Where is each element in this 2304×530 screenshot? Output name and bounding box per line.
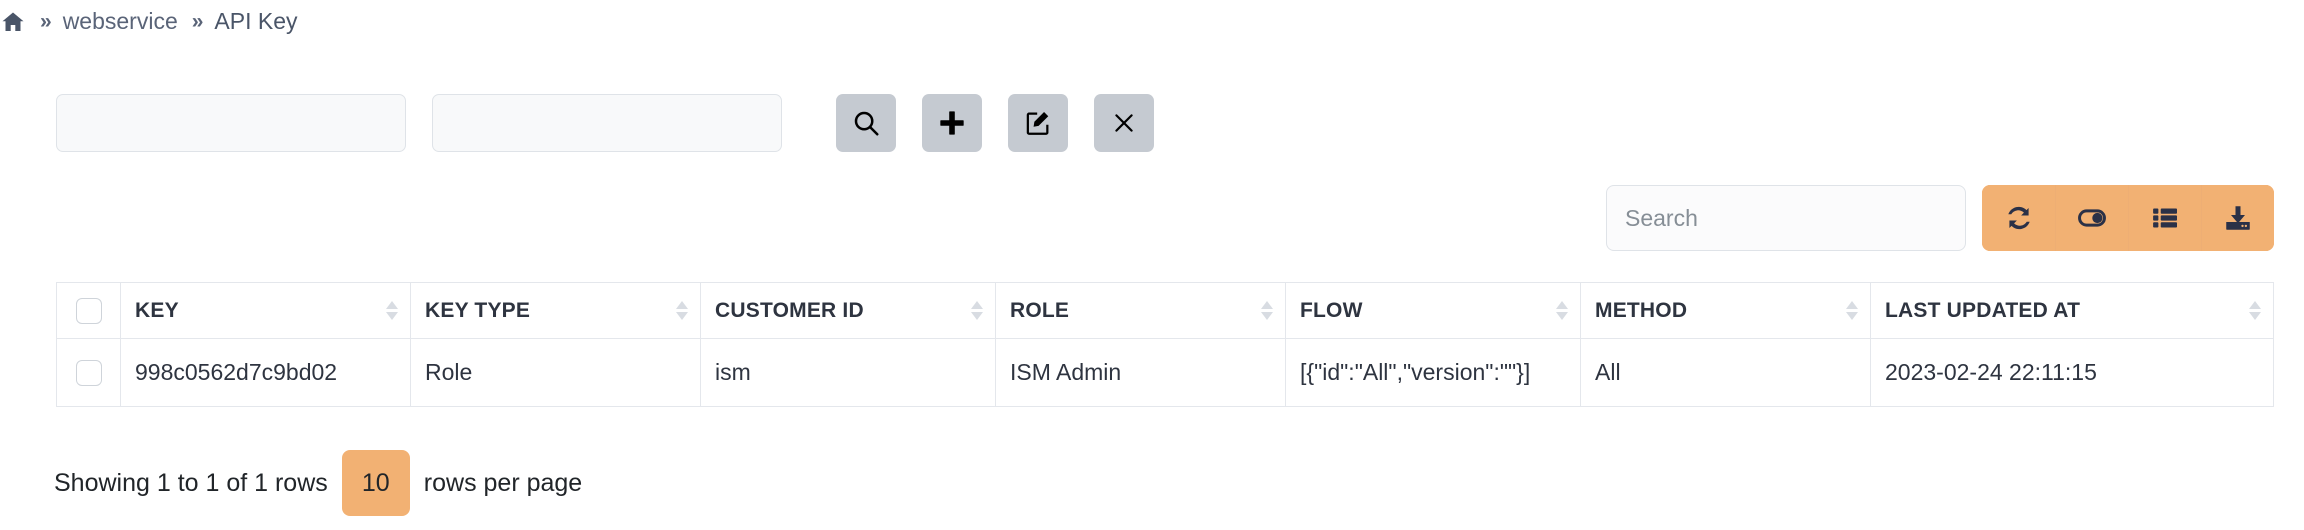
data-table: KEY KEY TYPE CUSTOMER ID ROLE [56, 282, 2274, 407]
rows-per-page-label: rows per page [423, 468, 583, 497]
refresh-button[interactable] [1982, 185, 2055, 251]
sort-icon[interactable] [2249, 299, 2261, 323]
sort-icon[interactable] [1556, 299, 1568, 323]
columns-button[interactable] [2128, 185, 2201, 251]
column-header-last-updated-at[interactable]: LAST UPDATED AT [1870, 282, 2274, 339]
showing-rows-text: Showing 1 to 1 of 1 rows [54, 468, 328, 497]
search-icon [851, 108, 881, 138]
breadcrumb: » webservice » API Key [0, 8, 298, 35]
sort-icon[interactable] [1261, 299, 1273, 323]
search-input[interactable] [1606, 185, 1966, 251]
column-header-key[interactable]: KEY [120, 282, 411, 339]
columns-icon [2150, 203, 2180, 233]
column-label: KEY [135, 298, 179, 322]
column-label: CUSTOMER ID [715, 298, 864, 322]
cell-last-updated-at: 2023-02-24 22:11:15 [1870, 338, 2274, 407]
table-toolbar [1606, 185, 2274, 251]
sort-icon[interactable] [676, 299, 688, 323]
plus-icon [938, 109, 966, 137]
toggle-icon [2075, 201, 2109, 235]
table-row[interactable]: 998c0562d7c9bd02 Role ism ISM Admin [{"i… [56, 338, 2274, 407]
table-action-buttons [1982, 185, 2274, 251]
home-icon[interactable] [0, 10, 26, 34]
download-icon [2223, 203, 2253, 233]
breadcrumb-separator: » [40, 9, 52, 33]
cell-method: All [1580, 338, 1871, 407]
add-button[interactable] [922, 94, 982, 152]
close-icon [1111, 110, 1137, 136]
column-label: LAST UPDATED AT [1885, 298, 2081, 322]
column-header-method[interactable]: METHOD [1580, 282, 1871, 339]
column-header-key-type[interactable]: KEY TYPE [410, 282, 701, 339]
breadcrumb-item-api-key: API Key [214, 8, 298, 34]
edit-icon [1024, 109, 1052, 137]
row-checkbox[interactable] [75, 360, 102, 387]
table-footer: Showing 1 to 1 of 1 rows 10 rows per pag… [54, 450, 582, 516]
cell-key-type: Role [410, 338, 701, 407]
select-all-cell [56, 282, 121, 339]
sort-icon[interactable] [971, 299, 983, 323]
table-header-row: KEY KEY TYPE CUSTOMER ID ROLE [56, 282, 2274, 339]
sort-icon[interactable] [1846, 299, 1858, 323]
row-select-cell [56, 338, 121, 407]
cell-customer-id: ism [700, 338, 996, 407]
column-label: FLOW [1300, 298, 1363, 322]
filter-field-2[interactable] [432, 94, 782, 152]
edit-button[interactable] [1008, 94, 1068, 152]
search-button[interactable] [836, 94, 896, 152]
column-label: METHOD [1595, 298, 1688, 322]
column-header-role[interactable]: ROLE [995, 282, 1286, 339]
sort-icon[interactable] [386, 299, 398, 323]
refresh-icon [2003, 202, 2035, 234]
breadcrumb-item-webservice[interactable]: webservice [62, 8, 178, 34]
export-button[interactable] [2201, 185, 2274, 251]
column-header-customer-id[interactable]: CUSTOMER ID [700, 282, 996, 339]
page-size-selector[interactable]: 10 [341, 450, 410, 516]
column-header-flow[interactable]: FLOW [1285, 282, 1581, 339]
select-all-checkbox[interactable] [75, 297, 102, 324]
column-label: KEY TYPE [425, 298, 531, 322]
filter-bar [56, 94, 1154, 152]
toggle-view-button[interactable] [2055, 185, 2128, 251]
column-label: ROLE [1010, 298, 1070, 322]
cell-flow: [{"id":"All","version":""}] [1285, 338, 1581, 407]
cell-role: ISM Admin [995, 338, 1286, 407]
breadcrumb-separator: » [191, 9, 204, 33]
delete-button[interactable] [1094, 94, 1154, 152]
filter-field-1[interactable] [56, 94, 406, 152]
cell-key: 998c0562d7c9bd02 [120, 338, 411, 407]
